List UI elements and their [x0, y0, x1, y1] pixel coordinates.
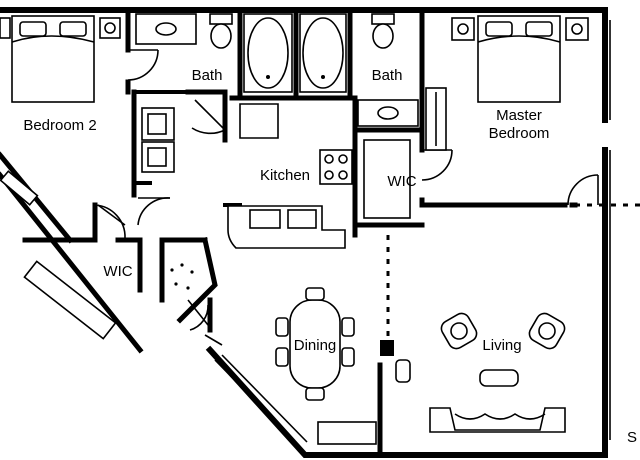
room-label-bath-left: Bath [192, 67, 223, 84]
room-label-living: Living [482, 337, 521, 354]
room-label-master-line2: Bedroom [489, 125, 550, 142]
master-bedroom-furniture [425, 15, 589, 151]
column-post [380, 340, 394, 356]
room-label-dining: Dining [294, 337, 337, 354]
kitchen-counters [227, 103, 353, 249]
dining-table [275, 287, 355, 401]
closet-shelves [23, 107, 411, 340]
room-label-bedroom-2: Bedroom 2 [23, 117, 96, 134]
room-label-bath-right: Bath [372, 67, 403, 84]
room-label-edge-fragment: S [627, 429, 637, 446]
bath-right-fixtures [357, 13, 419, 127]
doors [94, 49, 599, 346]
room-label-master-line1: Master [496, 107, 542, 124]
room-label-wic-right: WIC [387, 173, 416, 190]
room-label-kitchen: Kitchen [260, 167, 310, 184]
bedroom2-furniture [0, 15, 121, 206]
bath-left-fixtures [135, 13, 233, 49]
bathtubs [243, 13, 347, 93]
interior-walls [22, 7, 640, 458]
room-label-wic-left: WIC [103, 263, 132, 280]
exterior-walls [0, 7, 608, 458]
living-room-furniture [317, 312, 566, 445]
